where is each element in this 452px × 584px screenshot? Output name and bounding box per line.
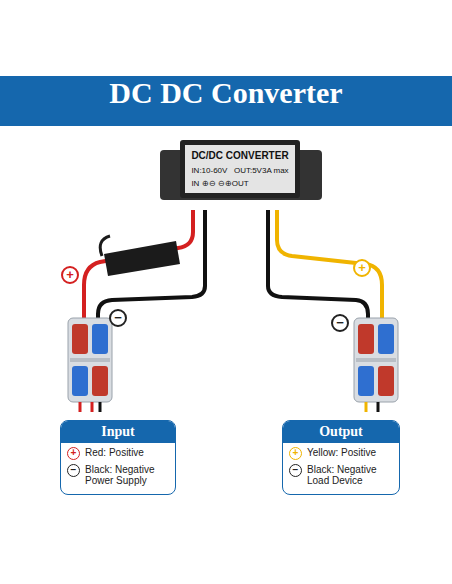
panel-heading: Output [283,421,399,443]
output-panel: Output+Yellow: Positive−Black: Negative … [282,420,400,495]
polarity-text: Black: Negative Load Device [307,464,393,486]
converter-name: DC/DC CONVERTER [191,150,288,161]
output-rating: OUT:5V3A max [234,166,289,175]
polarity-marker: + [353,259,371,277]
legend-row: −Black: Negative Load Device [283,460,399,494]
diagram-title: DC DC Converter [0,76,452,126]
panel-heading: Input [61,421,175,443]
polarity-text: Black: Negative Power Supply [85,464,169,486]
polarity-marker: + [61,266,79,284]
polarity-text: Red: Positive [85,447,144,458]
polarity-icon: − [67,464,80,477]
polarity-icon: + [67,447,80,460]
legend-row: −Black: Negative Power Supply [61,460,175,494]
polarity-marker: − [331,314,349,332]
polarity-text: Yellow: Positive [307,447,376,458]
terminal-legend: IN ⊕⊖ ⊖⊕OUT [191,179,288,188]
converter-box: DC/DC CONVERTER IN:10-60V OUT:5V3A max IN ⊕… [180,140,299,198]
input-panel: Input+Red: Positive−Black: Negative Powe… [60,420,176,495]
polarity-icon: + [289,447,302,460]
polarity-marker: − [109,309,127,327]
polarity-icon: − [289,464,302,477]
legend-row: + Yellow: Positive [283,443,399,460]
converter-label: DC/DC CONVERTER IN:10-60V OUT:5V3A max IN ⊕… [185,145,294,193]
legend-row: + Red: Positive [61,443,175,460]
rating-row: IN:10-60V OUT:5V3A max [191,166,288,175]
input-rating: IN:10-60V [191,166,227,175]
